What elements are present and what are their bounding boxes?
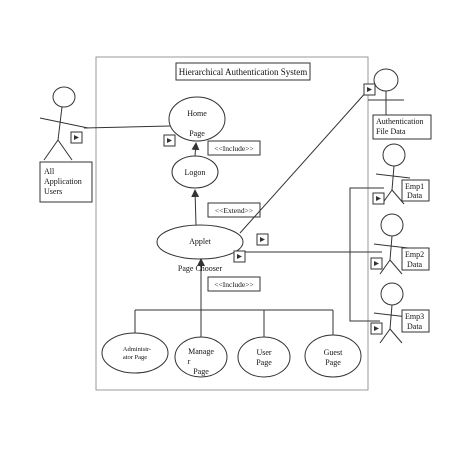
actor-leg-right [389, 259, 403, 275]
actor-label-box [372, 114, 432, 140]
system-title-box [175, 62, 311, 81]
assoc-port-arrow [237, 254, 242, 259]
actor-leg-left [379, 259, 391, 275]
usecase-admin-label: Administr- [123, 346, 151, 353]
stereotype-include-bottom: <<Include>> [214, 280, 253, 289]
usecase-admin-label: ator Page [123, 354, 147, 361]
usecase-applet-label: Applet [189, 237, 212, 246]
actor-label-line: Emp1 [405, 182, 424, 191]
actor-body [391, 165, 395, 191]
usecase-manager-label: r [188, 357, 191, 366]
assoc-port-arrow [376, 196, 381, 201]
actor-label-line: Emp2 [405, 250, 424, 259]
actor-body [389, 235, 393, 261]
stereotype-box [207, 276, 261, 292]
assoc-bus-emp [349, 187, 384, 322]
assoc-port-arrow [260, 237, 265, 242]
assoc-port-arrow [74, 135, 79, 140]
actor-head [382, 143, 406, 167]
assoc-users-home [83, 125, 171, 129]
actor-label-line: File Data [376, 127, 406, 136]
assoc-port-arrow [367, 87, 372, 92]
usecase-manager-label: Page [193, 367, 209, 376]
actor-head [373, 68, 399, 92]
usecase-guest-label: Page [325, 358, 341, 367]
usecase-guest-label: Guest [324, 348, 343, 357]
actor-head [52, 86, 76, 108]
actor-label-box [401, 309, 430, 333]
actor-leg-right [391, 189, 405, 205]
actor-arms [375, 173, 411, 179]
actor-label-line: All [44, 167, 55, 176]
assoc-port-arrow [167, 138, 172, 143]
actor-body [389, 304, 393, 330]
actor-leg-left [379, 328, 391, 344]
actor-label-line: Emp3 [405, 312, 424, 321]
usecase-home [168, 96, 226, 142]
usecase-user-label: Page [256, 358, 272, 367]
usecase-logon-label: Logon [185, 168, 206, 177]
actor-all-users [39, 86, 89, 161]
actor-label-box [401, 179, 430, 202]
assoc-port-arrow [374, 326, 379, 331]
extend-applet-logon [191, 189, 200, 226]
stereotype-extend: <<Extend>> [215, 206, 253, 215]
actor-body [57, 106, 63, 141]
usecase-home-label: Home [187, 109, 207, 118]
usecase-admin [101, 332, 169, 374]
actor-leg-left [43, 139, 59, 161]
actor-label-box [39, 161, 93, 203]
system-boundary [95, 56, 369, 391]
include-logon-home [191, 142, 200, 157]
actor-label-box [401, 247, 430, 271]
actor-head [380, 213, 404, 237]
usecase-user-label: User [256, 348, 271, 357]
actor-leg-right [57, 139, 73, 161]
actor-arms [39, 117, 89, 129]
usecase-home-label: Page [189, 129, 205, 138]
usecase-applet-sublabel: Page Chooser [178, 264, 223, 273]
actor-label-line: Application [44, 177, 82, 186]
actor-label-line: Data [407, 322, 423, 331]
usecase-manager-label: Manage [188, 347, 214, 356]
system-title: Hierarchical Authentication System [179, 67, 307, 77]
assoc-applet-authfile [239, 89, 369, 234]
actor-leg-right [389, 328, 403, 344]
actor-label-line: Data [407, 260, 423, 269]
actor-arms [373, 243, 409, 249]
actor-emp1 [375, 143, 411, 205]
usecase-user [237, 336, 291, 378]
actor-label-line: Users [44, 187, 62, 196]
assoc-port-arrow [374, 261, 379, 266]
actor-emp2 [373, 213, 409, 275]
stereotype-box [207, 140, 261, 156]
actor-head [380, 282, 404, 306]
actor-label-line: Authentication [376, 117, 424, 126]
stereotype-include-top: <<Include>> [214, 144, 253, 153]
actor-label-line: Data [407, 191, 423, 200]
